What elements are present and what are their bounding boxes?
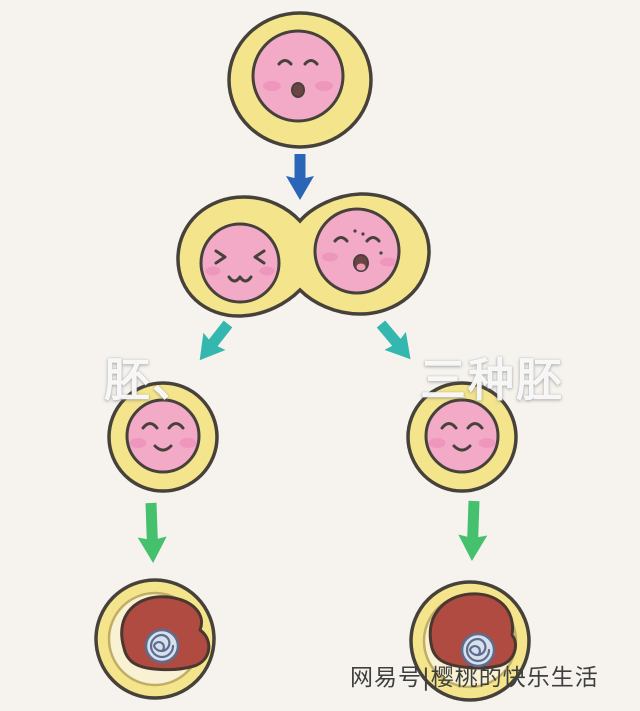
parent-cell	[227, 11, 373, 149]
nucleus-right	[313, 207, 401, 295]
daughter-cell-left	[107, 381, 219, 493]
arrow-right-down-icon	[457, 500, 489, 562]
face	[263, 59, 333, 98]
nucleus-left	[199, 222, 281, 304]
credit-watermark: 网易号|樱桃的快乐生活	[350, 665, 599, 691]
face-right	[322, 229, 396, 272]
daughter-cell-right	[406, 381, 518, 493]
face-left	[205, 249, 275, 283]
blastocyst-icon	[144, 628, 180, 664]
embryo-cell-left	[94, 578, 216, 700]
arrow-down-icon	[286, 154, 314, 200]
blastocyst-icon	[460, 632, 496, 668]
cell-nucleus	[125, 398, 201, 474]
arrow-left-branch-icon	[188, 315, 240, 369]
arrow-left-down-icon	[136, 502, 168, 564]
dividing-cell	[176, 192, 431, 318]
cell-nucleus	[251, 29, 345, 123]
embryo-cell-right	[409, 580, 531, 702]
arrow-right-branch-icon	[370, 315, 422, 369]
cell-nucleus	[424, 398, 500, 474]
